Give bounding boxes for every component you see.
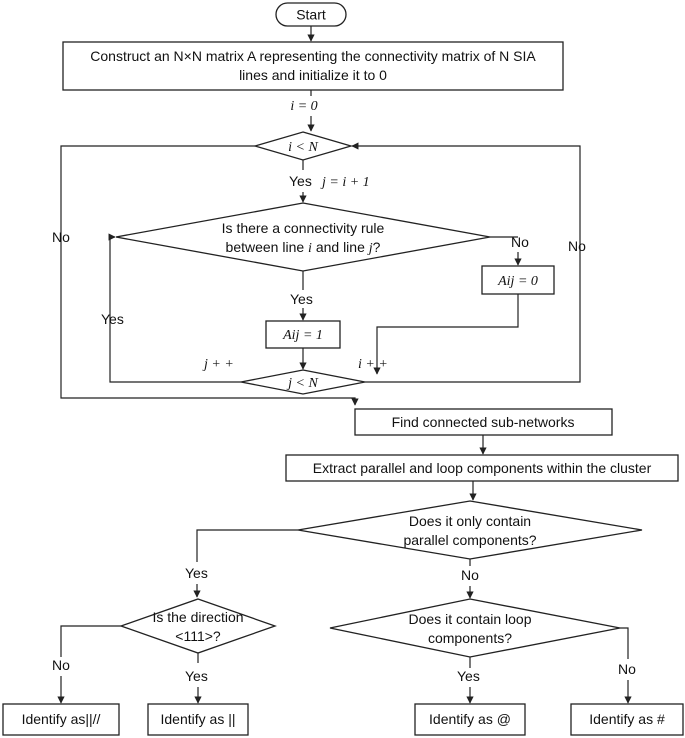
loop-components-text-2: components?: [428, 630, 512, 646]
output-box-2: [147, 703, 249, 736]
j-less-than-n-label: j < N: [286, 376, 318, 391]
loop-yes-label: Yes: [101, 311, 124, 327]
no-right-label: No: [568, 238, 586, 254]
direction-text-1: Is the direction: [152, 609, 243, 625]
output-label-2: Identify as ||: [161, 711, 236, 727]
parallel-components-diamond: [297, 500, 643, 560]
connectivity-rule-text-1: Is there a connectivity rule: [222, 220, 385, 236]
construct-matrix-box: [62, 41, 564, 91]
construct-matrix-text-1: Construct an N×N matrix A representing t…: [90, 48, 536, 64]
rule-yes-label: Yes: [290, 291, 313, 307]
direction-no-label: No: [52, 657, 70, 673]
rule-no-label: No: [511, 234, 529, 250]
parallel-yes-label: Yes: [185, 565, 208, 581]
extract-components-box: [285, 454, 679, 482]
construct-matrix-text-2: lines and initialize it to 0: [239, 67, 387, 83]
find-subnetworks-box: [354, 408, 613, 436]
i-less-than-n-label: i < N: [288, 140, 318, 155]
no-left-label: No: [52, 229, 70, 245]
output-box-1: [2, 703, 120, 736]
aij-zero-label: Aij = 0: [497, 274, 538, 289]
i-increment-label: i + +: [358, 357, 388, 372]
direction-yes-label: Yes: [185, 668, 208, 684]
output-label-1: Identify as||//: [22, 711, 101, 727]
loop-no-branch-label: No: [618, 661, 636, 677]
output-label-3: Identify as @: [429, 711, 511, 727]
loop-components-text-1: Does it contain loop: [409, 611, 532, 627]
output-label-4: Identify as #: [589, 711, 665, 727]
connectivity-rule-text-2: between line i and line j?: [226, 239, 381, 256]
aij-one-box: [265, 320, 341, 349]
yes-j-label: Yes: [289, 173, 312, 189]
j-increment-label: j + +: [202, 357, 234, 372]
parallel-no-label: No: [461, 567, 479, 583]
loop-yes-branch-label: Yes: [457, 668, 480, 684]
connectivity-rule-diamond: [115, 202, 491, 272]
init-i-label: i = 0: [290, 99, 317, 114]
assign-j-label: j = i + 1: [320, 175, 370, 190]
direction-diamond: [119, 598, 277, 654]
parallel-components-text-2: parallel components?: [403, 532, 536, 548]
parallel-components-text-1: Does it only contain: [409, 513, 531, 529]
output-box-3: [414, 703, 526, 736]
direction-text-2: <111>?: [175, 628, 221, 644]
find-subnetworks-label: Find connected sub-networks: [392, 414, 575, 430]
loop-components-diamond: [329, 598, 621, 658]
extract-components-label: Extract parallel and loop components wit…: [313, 460, 652, 476]
output-box-4: [570, 703, 684, 736]
aij-one-label: Aij = 1: [282, 328, 323, 343]
j-less-than-n-diamond: [240, 369, 366, 395]
start-label: Start: [296, 7, 326, 23]
